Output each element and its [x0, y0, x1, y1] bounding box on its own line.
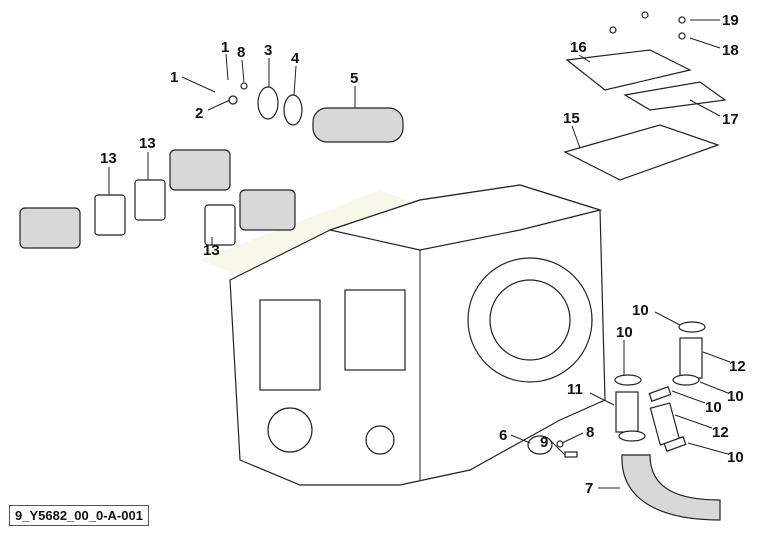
- callout-10-c: 10: [727, 388, 744, 405]
- callout-5: 5: [350, 70, 358, 87]
- callout-10-a: 10: [632, 302, 649, 319]
- callout-13-a: 13: [139, 135, 156, 152]
- callout-18: 18: [722, 42, 739, 59]
- filter-and-seals: [228, 82, 404, 143]
- callout-13-b: 13: [100, 150, 117, 167]
- callout-10-d: 10: [705, 399, 722, 416]
- callout-9: 9: [540, 434, 548, 451]
- callouts: 1 8 3 4 5 1 2 13 13 13 13 19 16 18 17 15…: [100, 12, 746, 497]
- callout-1-left: 1: [170, 69, 178, 86]
- callout-4: 4: [291, 50, 300, 67]
- transmission-housing: [229, 184, 606, 486]
- callout-12-a: 12: [729, 358, 746, 375]
- hoses-and-clamps: [527, 321, 721, 521]
- callout-10-e: 10: [727, 449, 744, 466]
- callout-6: 6: [499, 427, 507, 444]
- callout-11: 11: [567, 381, 583, 398]
- callout-17: 17: [722, 111, 739, 128]
- hydraulic-pumps: [19, 149, 296, 249]
- callout-13-c: 13: [203, 242, 220, 259]
- callout-12-b: 12: [712, 424, 729, 441]
- drawing-id-label: 9_Y5682_00_0-A-001: [9, 505, 149, 526]
- leader-lines: [108, 19, 731, 489]
- callout-8-top: 8: [237, 44, 245, 61]
- callout-10-b: 10: [616, 324, 633, 341]
- callout-3: 3: [264, 42, 272, 59]
- covers: [563, 11, 727, 181]
- callout-1-top: 1: [221, 39, 229, 56]
- callout-8-bottom: 8: [586, 424, 594, 441]
- callout-2: 2: [195, 105, 203, 122]
- callout-19: 19: [722, 12, 739, 29]
- callout-15: 15: [563, 110, 580, 127]
- callout-16: 16: [570, 39, 587, 56]
- callout-7: 7: [585, 480, 593, 497]
